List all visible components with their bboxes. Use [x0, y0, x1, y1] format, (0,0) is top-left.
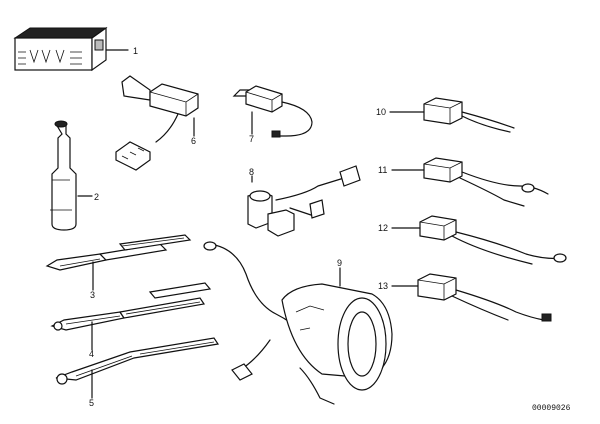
- part-11-module: [391, 157, 549, 207]
- part-9-housing: [203, 241, 393, 405]
- part-4-straps: [50, 282, 212, 351]
- part-8-relay: [247, 165, 361, 237]
- part-2-cylinder: [50, 120, 93, 231]
- callout-5: 5: [89, 398, 94, 408]
- part-5-strap: [55, 337, 220, 399]
- callout-6: 6: [191, 136, 196, 146]
- part-3-straps: [45, 234, 192, 291]
- callout-7: 7: [249, 134, 254, 144]
- callout-8: 8: [249, 167, 254, 177]
- callout-3: 3: [90, 290, 95, 300]
- part-13-module: [391, 273, 552, 322]
- part-1-control-unit: [13, 26, 129, 72]
- callout-13: 13: [378, 281, 388, 291]
- callout-4: 4: [89, 349, 94, 359]
- callout-9: 9: [337, 258, 342, 268]
- part-7-module: [232, 85, 313, 138]
- part-12-module: [391, 215, 567, 265]
- callout-2: 2: [94, 192, 99, 202]
- part-6-module: [115, 75, 199, 171]
- callout-10: 10: [376, 107, 386, 117]
- part-10-module: [389, 97, 515, 133]
- callout-12: 12: [378, 223, 388, 233]
- drawing-number: 00009026: [532, 404, 571, 413]
- callout-1: 1: [133, 46, 138, 56]
- callout-11: 11: [378, 165, 387, 175]
